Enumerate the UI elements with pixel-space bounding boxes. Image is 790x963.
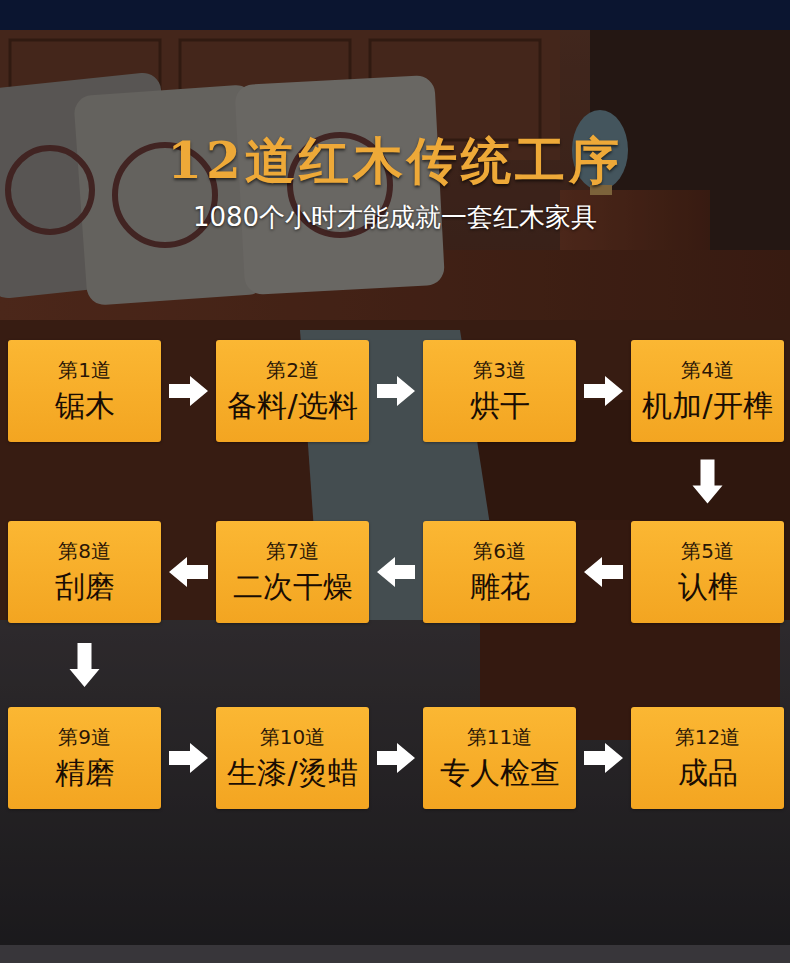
flow-arrow [169, 557, 208, 587]
step-name: 锯木 [55, 388, 115, 424]
step-number: 第3道 [473, 358, 526, 382]
step-name: 二次干燥 [233, 569, 353, 605]
process-box: 第11道专人检查 [423, 707, 576, 809]
step-name: 刮磨 [55, 569, 115, 605]
step-number: 第8道 [58, 539, 111, 563]
flow-arrow [584, 557, 623, 587]
step-name: 机加/开榫 [642, 388, 772, 424]
subtitle: 1080个小时才能成就一套红木家具 [0, 200, 790, 235]
step-number: 第12道 [675, 725, 740, 749]
process-box: 第7道二次干燥 [216, 521, 369, 623]
step-number: 第11道 [467, 725, 532, 749]
step-number: 第7道 [266, 539, 319, 563]
flow-arrow [584, 743, 623, 773]
flow-arrow [377, 376, 415, 406]
step-number: 第4道 [681, 358, 734, 382]
flow-arrow [169, 743, 208, 773]
process-box: 第2道备料/选料 [216, 340, 369, 442]
process-box: 第3道烘干 [423, 340, 576, 442]
step-name: 精磨 [55, 755, 115, 791]
step-name: 烘干 [470, 388, 530, 424]
step-number: 第9道 [58, 725, 111, 749]
process-box: 第9道精磨 [8, 707, 161, 809]
process-box: 第8道刮磨 [8, 521, 161, 623]
poster-title: 12道红木传统工序 [0, 128, 790, 195]
step-name: 备料/选料 [227, 388, 357, 424]
flow-arrow [584, 376, 623, 406]
step-name: 雕花 [470, 569, 530, 605]
step-name: 认榫 [678, 569, 738, 605]
flow-arrow [70, 643, 100, 687]
flow-arrow [693, 460, 723, 504]
step-name: 成品 [678, 755, 738, 791]
flow-arrow [377, 743, 415, 773]
flow-arrow [377, 557, 415, 587]
process-box: 第6道雕花 [423, 521, 576, 623]
step-number: 第1道 [58, 358, 111, 382]
step-name: 专人检查 [440, 755, 560, 791]
flow-arrow [169, 376, 208, 406]
process-box: 第10道生漆/烫蜡 [216, 707, 369, 809]
step-name: 生漆/烫蜡 [227, 755, 357, 791]
step-number: 第10道 [260, 725, 325, 749]
process-box: 第5道认榫 [631, 521, 784, 623]
process-box: 第12道成品 [631, 707, 784, 809]
process-box: 第1道锯木 [8, 340, 161, 442]
step-number: 第6道 [473, 539, 526, 563]
step-number: 第2道 [266, 358, 319, 382]
step-number: 第5道 [681, 539, 734, 563]
process-box: 第4道机加/开榫 [631, 340, 784, 442]
